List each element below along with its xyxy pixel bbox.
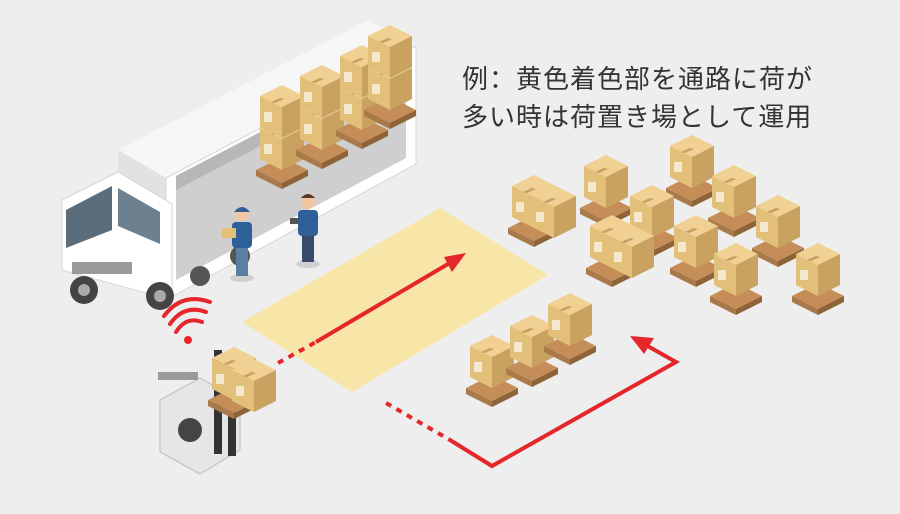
worker-icon — [290, 194, 320, 268]
caption-line-1: 例：黄色着色部を通路に荷が — [462, 65, 814, 95]
worker-icon — [222, 207, 254, 282]
forklift-icon — [158, 347, 276, 475]
wireless-signal-icon — [162, 297, 212, 344]
forklift-route-arrow-lower — [384, 336, 681, 469]
pallet-boxes-storage — [508, 135, 844, 315]
forklift-route-arrow-upper — [277, 253, 466, 365]
caption-line-2: 多い時は荷置き場として運用 — [462, 103, 813, 133]
yellow-aisle-zone — [242, 208, 548, 392]
